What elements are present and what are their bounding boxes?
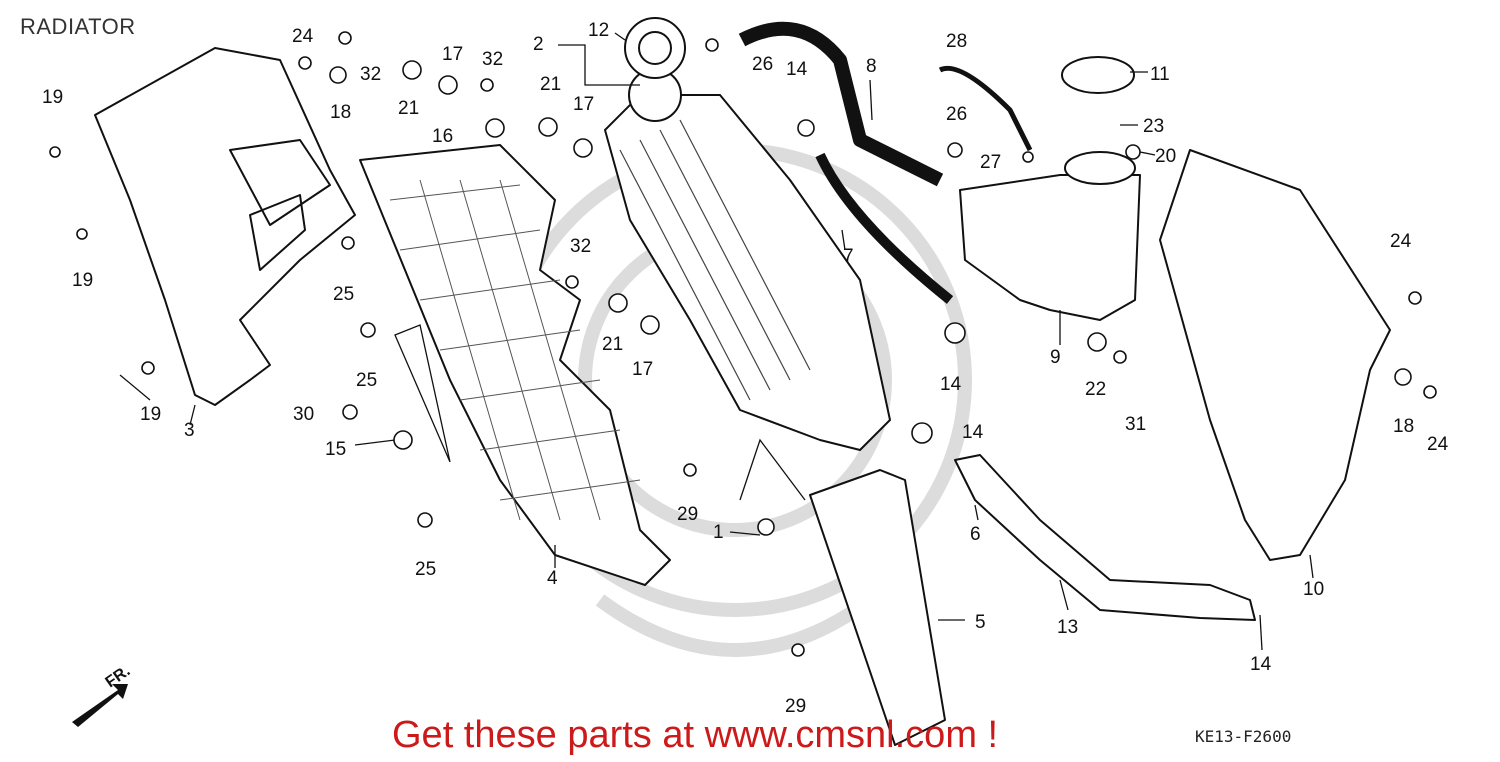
leader-lines xyxy=(119,32,1314,651)
callout-3: 3 xyxy=(184,420,195,441)
front-direction-arrow: FR. xyxy=(72,663,133,727)
callout-12: 12 xyxy=(588,20,609,41)
diagram-code: KE13-F2600 xyxy=(1195,727,1292,746)
radiator-core xyxy=(604,94,891,451)
callout-17: 17 xyxy=(573,94,594,115)
left-shroud-window-1 xyxy=(229,139,331,226)
callout-14-mid: 14 xyxy=(940,374,962,395)
left-shroud xyxy=(94,47,356,406)
overflow-hose xyxy=(815,152,954,304)
callout-9: 9 xyxy=(1050,347,1061,368)
callout-24-left: 24 xyxy=(292,26,314,47)
radiator-cap xyxy=(624,17,686,79)
callout-25-a: 25 xyxy=(333,284,354,305)
callout-5: 5 xyxy=(975,612,986,633)
callout-22: 22 xyxy=(1085,379,1106,400)
lower-hose xyxy=(954,454,1256,621)
callout-14-low: 14 xyxy=(962,422,984,443)
callout-25-b: 25 xyxy=(356,370,377,391)
callout-19-b: 19 xyxy=(72,270,93,291)
callout-29-bottom: 29 xyxy=(785,696,806,717)
grille-mesh xyxy=(389,179,641,521)
callout-14-bottom: 14 xyxy=(1250,654,1272,675)
reserve-tank-cap xyxy=(1061,56,1135,94)
callout-21-low: 21 xyxy=(602,334,623,355)
callout-11: 11 xyxy=(1150,64,1170,85)
callout-13: 13 xyxy=(1057,617,1078,638)
callout-16: 16 xyxy=(432,126,453,147)
callout-17-low: 17 xyxy=(632,359,653,380)
parts-shop-link[interactable]: Get these parts at www.cmsnl.com ! xyxy=(392,714,999,756)
callout-19-c: 19 xyxy=(140,404,161,425)
radiator-grille xyxy=(359,144,671,586)
fasteners xyxy=(49,31,1437,657)
callout-32-low: 32 xyxy=(570,236,591,257)
callout-18-left: 18 xyxy=(330,102,351,123)
callout-21: 21 xyxy=(540,74,561,95)
radiator-fins xyxy=(619,119,811,401)
callout-23: 23 xyxy=(1143,116,1164,137)
callout-7: 7 xyxy=(843,246,854,267)
breather-tube xyxy=(938,65,1033,152)
callout-4: 4 xyxy=(547,568,558,589)
callout-15: 15 xyxy=(325,439,346,460)
callout-17-top: 17 xyxy=(442,44,463,65)
callout-24-right-top: 24 xyxy=(1390,231,1412,252)
callout-29-mid: 29 xyxy=(677,504,698,525)
callout-14-top: 14 xyxy=(786,59,808,80)
callout-19-a: 19 xyxy=(42,87,63,108)
callout-26-top: 26 xyxy=(752,54,773,75)
callout-labels: 2 12 24 32 18 17 32 21 16 21 17 26 14 8 … xyxy=(42,20,1449,717)
callout-8: 8 xyxy=(866,56,877,77)
callout-1: 1 xyxy=(713,522,724,543)
radiator-cap-inner xyxy=(638,31,672,65)
callout-18-right: 18 xyxy=(1393,416,1414,437)
reserve-tank-neck xyxy=(1064,151,1136,185)
callout-32-mid: 32 xyxy=(482,49,503,70)
callout-6: 6 xyxy=(970,524,981,545)
direction-label: FR. xyxy=(103,663,134,692)
diagram-title: RADIATOR xyxy=(20,14,136,39)
callout-21-top: 21 xyxy=(398,98,419,119)
callout-26: 26 xyxy=(946,104,967,125)
radiator-guard xyxy=(809,469,946,746)
callout-25-c: 25 xyxy=(415,559,436,580)
left-shroud-window-2 xyxy=(249,194,306,271)
callout-2: 2 xyxy=(533,34,544,55)
callout-20: 20 xyxy=(1155,146,1176,167)
callout-27: 27 xyxy=(980,152,1001,173)
right-shroud xyxy=(1159,149,1391,561)
reserve-tank xyxy=(959,174,1141,321)
callout-31: 31 xyxy=(1125,414,1146,435)
callout-28: 28 xyxy=(946,31,967,52)
callout-32-top: 32 xyxy=(360,64,381,85)
upper-hose xyxy=(738,21,944,187)
callout-30: 30 xyxy=(293,404,314,425)
callout-10: 10 xyxy=(1303,579,1324,600)
callout-24-right: 24 xyxy=(1427,434,1449,455)
